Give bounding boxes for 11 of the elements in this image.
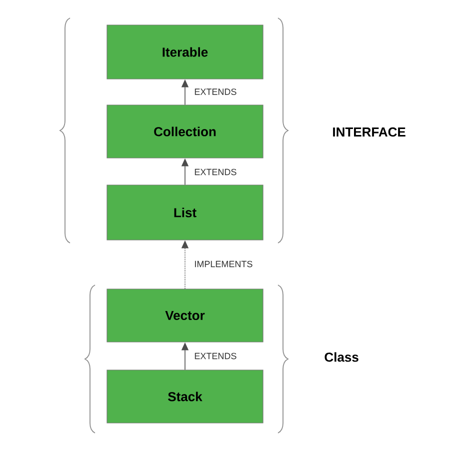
class-box: Iterable: [106, 24, 264, 80]
group-label: INTERFACE: [333, 127, 406, 137]
edge-label: IMPLEMENTS: [193, 260, 254, 268]
group-label: Class: [324, 352, 358, 362]
edge-label: EXTENDS: [193, 88, 238, 96]
class-box: List: [106, 184, 264, 240]
edge-label: EXTENDS: [193, 352, 238, 360]
edge-label: EXTENDS: [193, 168, 238, 176]
class-box: Vector: [106, 288, 264, 342]
class-box: Collection: [106, 104, 264, 158]
class-box: Stack: [106, 370, 264, 424]
